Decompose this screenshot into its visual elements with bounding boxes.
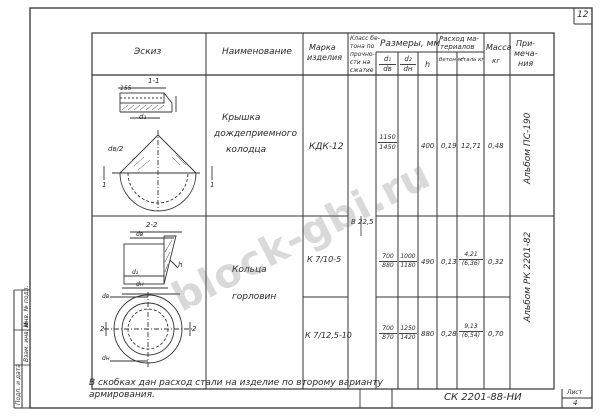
row1-d: 1150 1450	[378, 133, 397, 151]
dim-d2: d₂	[132, 269, 139, 276]
header-mark-2: изделия	[307, 53, 343, 62]
row2-mass: 0,32	[488, 258, 504, 266]
section-mark-1-left: 1	[102, 181, 107, 189]
section-mark-2-right: 2	[192, 325, 197, 333]
dim-dv-plan: dв	[102, 293, 110, 300]
header-steel-kg: сталь кг	[460, 57, 485, 63]
footnote-line-1: В скобках дан расход стали на изделие по…	[89, 378, 383, 388]
row2-name-1: Кольца	[232, 265, 267, 275]
header-sketch: Эскиз	[134, 47, 162, 57]
row1-mass: 0,48	[488, 142, 504, 150]
lid-section-sketch	[118, 87, 177, 119]
row3-d-outer: 1250 1420	[399, 325, 417, 341]
row3-steel: 9,13 (6,54)	[459, 324, 483, 339]
stamp-sign-date: Подп. и дата	[15, 364, 22, 405]
row2-mark: К 7/10-5	[307, 255, 342, 264]
row1-h: 400	[421, 142, 435, 150]
row1-steel: 12,71	[461, 142, 482, 150]
header-concrete-class-4: сти на	[350, 59, 371, 66]
row1-mark: КДК-12	[309, 142, 344, 152]
header-steel-2: териалов	[440, 43, 475, 51]
header-mass: Масса	[486, 43, 512, 52]
lid-plan-sketch	[103, 130, 213, 212]
row2-concrete: 0,13	[441, 258, 457, 266]
row1-name-3: колодца	[226, 145, 267, 155]
row2-d-inner: 700 880	[379, 254, 397, 269]
header-steel-1: Расход ма-	[439, 35, 479, 43]
dim-dv-half: dв/2	[108, 145, 124, 153]
header-d-inner: d₁ dв	[379, 56, 396, 73]
header-name: Наименование	[222, 47, 292, 57]
row3-h: 880	[421, 330, 435, 338]
header-notes-3: ния	[518, 59, 534, 68]
row1-name-2: дождеприемного	[214, 129, 297, 139]
section-mark-2-left: 2	[100, 325, 105, 333]
page-number: 12	[577, 10, 589, 20]
dim-dv-ring: dв	[136, 231, 144, 238]
dim-dn-ring: dн	[136, 281, 144, 288]
row2-d-outer: 1000 1180	[399, 253, 417, 269]
dim-155: 155	[120, 85, 132, 92]
spec-table-frame	[91, 32, 555, 390]
row3-concrete: 0,28	[441, 330, 457, 338]
ring-plan-sketch	[104, 292, 192, 367]
row3-mark: К 7/12,5-10	[305, 331, 352, 340]
row3-mass: 0,70	[488, 330, 504, 338]
header-notes-1: При-	[516, 39, 536, 48]
header-concrete-class-2: тона по	[350, 43, 375, 50]
sheet-label: Лист	[567, 389, 583, 396]
row1-concrete: 0,19	[441, 142, 457, 150]
dim-d1: d₁	[139, 113, 147, 121]
header-concrete-class-3: прочно-	[350, 51, 375, 58]
row3-d-inner: 700 870	[379, 326, 397, 341]
footnote-line-2: армирования.	[89, 390, 155, 400]
sheet-number: 4	[573, 399, 578, 407]
stamp-replace-inv: Взам. инв. №	[23, 321, 30, 362]
section-label-2: 2-2	[146, 221, 158, 229]
row1-name-1: Крышка	[222, 113, 261, 123]
row2-note: Альбом РК 2201-82	[523, 231, 533, 322]
header-sizes: Размеры, мм	[380, 39, 441, 49]
row2-h: 490	[421, 258, 435, 266]
outer-frame	[29, 7, 593, 409]
section-label-1: 1-1	[148, 77, 160, 85]
header-notes-2: меча-	[514, 49, 538, 58]
header-concrete-class-1: Класс бе-	[350, 35, 380, 42]
header-h: h	[425, 60, 431, 69]
row1-note: Альбом ПС-190	[523, 112, 533, 184]
stamp-original-inv: Инв. № подл.	[23, 285, 30, 327]
dim-h-ring: h	[178, 261, 183, 269]
dim-dn-plan: dн	[102, 355, 110, 362]
document-code: СК 2201-88-НИ	[444, 392, 522, 403]
header-concrete-m3: бетон м³	[439, 57, 465, 63]
concrete-class-value: В 22,5	[351, 218, 374, 226]
header-mark-1: Марка	[309, 43, 336, 52]
row2-name-2: горловин	[232, 292, 277, 302]
section-mark-1-right: 1	[210, 181, 215, 189]
header-concrete-class-5: сжатие	[350, 67, 374, 74]
ring-section-sketch	[122, 231, 182, 295]
header-d-outer: d₂ dн	[400, 56, 416, 73]
row2-steel: 4,21 (6,36)	[459, 252, 483, 267]
header-mass-unit: кг	[492, 57, 500, 65]
